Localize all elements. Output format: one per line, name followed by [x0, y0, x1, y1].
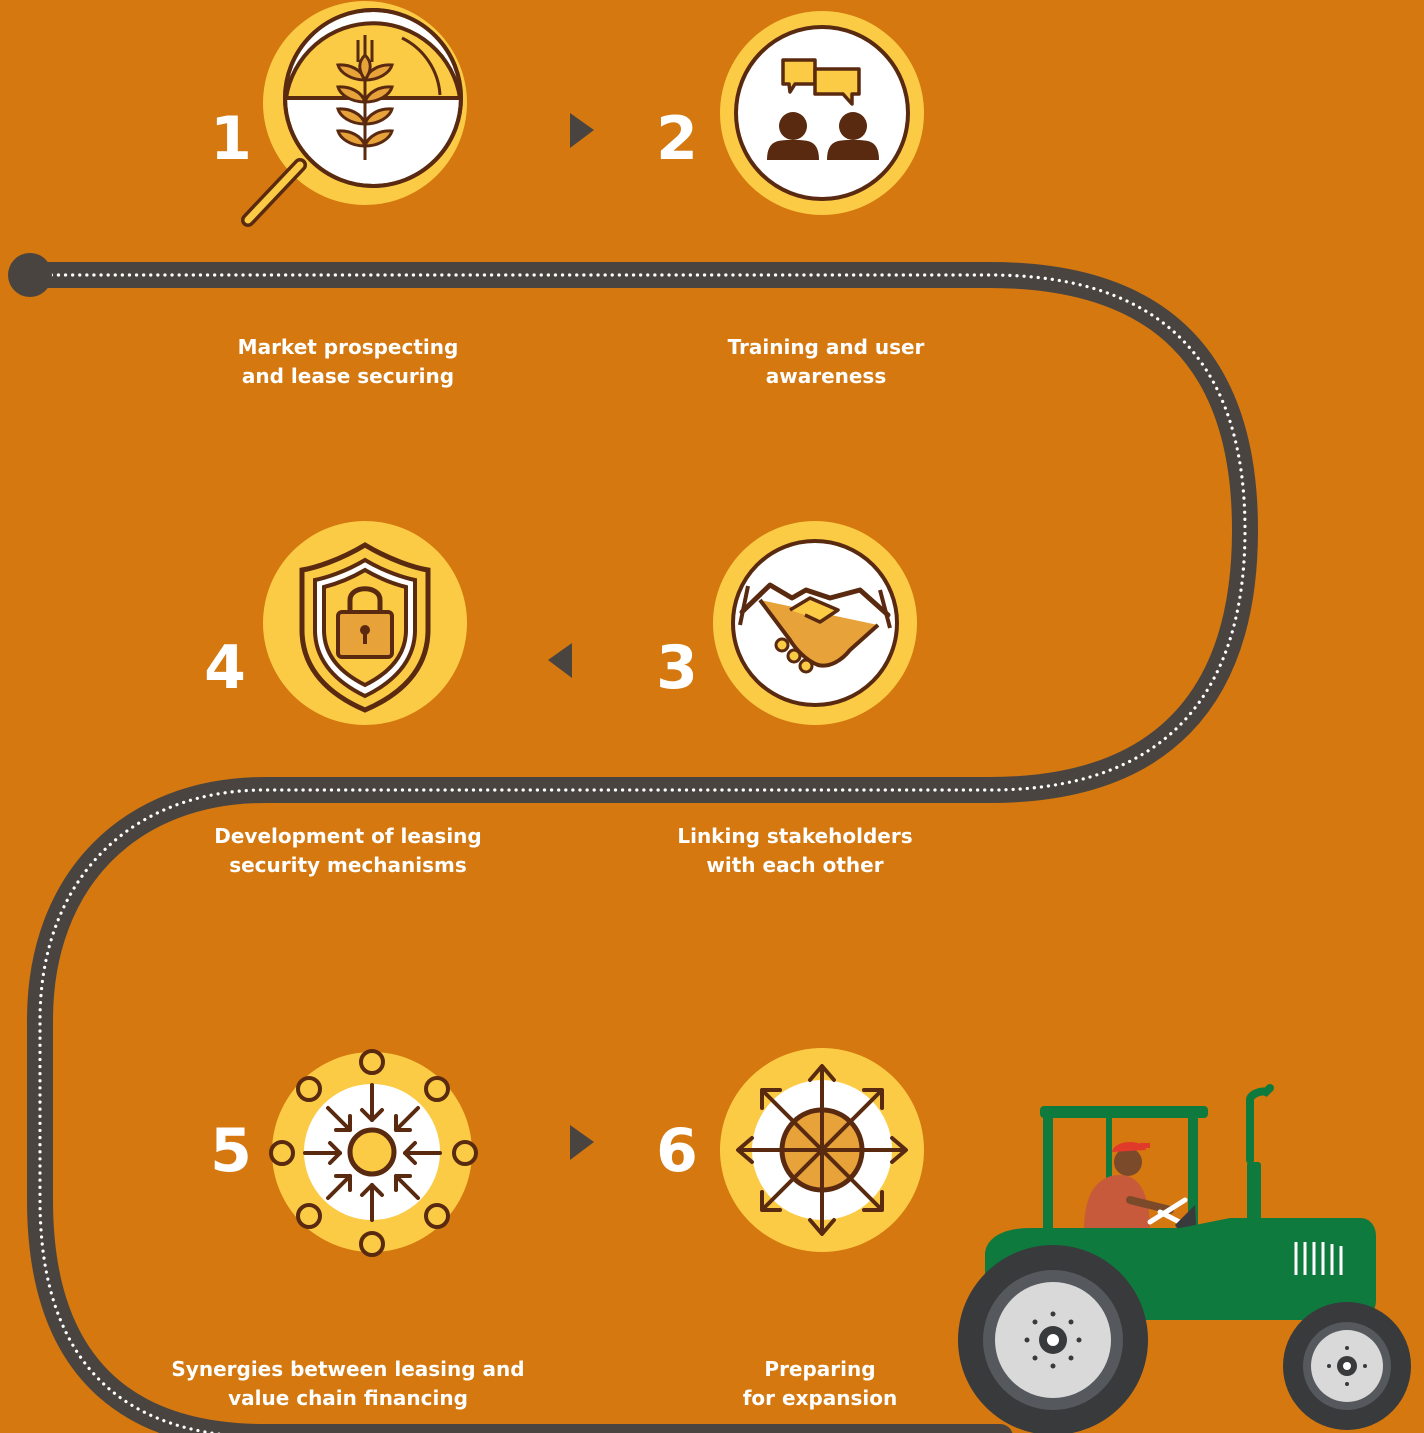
- wheat-magnifier-icon: [241, 1, 467, 227]
- step-6-label-line-2: for expansion: [742, 1386, 898, 1410]
- step-4-label-line-2: security mechanisms: [229, 853, 467, 877]
- step-4-number: 4: [204, 633, 246, 703]
- step-6-label-line-1: Preparing: [764, 1357, 876, 1381]
- step-5-label-line-1: Synergies between leasing and: [171, 1357, 525, 1381]
- step-2-label-line-1: Training and user: [727, 335, 925, 359]
- step-3-label-line-2: with each other: [706, 853, 884, 877]
- step-4-label: Development of leasing security mechanis…: [168, 822, 528, 880]
- step-2-label: Training and user awareness: [646, 333, 1006, 391]
- step-6-label: Preparing for expansion: [640, 1355, 1000, 1413]
- converging-arrows-icon: [269, 1049, 478, 1257]
- step-6-number: 6: [656, 1116, 698, 1186]
- step-2-number: 2: [656, 104, 698, 174]
- flow-arrow-right-3: [570, 1125, 594, 1160]
- flow-arrow-left-2: [548, 643, 572, 678]
- step-5-label-line-2: value chain financing: [228, 1386, 468, 1410]
- handshake-icon: [713, 521, 917, 725]
- step-1-label-line-2: and lease securing: [241, 364, 455, 388]
- people-chat-icon: [720, 11, 924, 215]
- step-5-label: Synergies between leasing and value chai…: [148, 1355, 548, 1413]
- step-5-number: 5: [210, 1116, 252, 1186]
- expanding-arrows-icon: [720, 1048, 924, 1252]
- step-3-label-line-1: Linking stakeholders: [677, 824, 913, 848]
- step-1-label-line-1: Market prospecting: [237, 335, 459, 359]
- step-2-label-line-2: awareness: [765, 364, 887, 388]
- flow-arrow-right-1: [570, 113, 594, 148]
- step-3-label: Linking stakeholders with each other: [615, 822, 975, 880]
- step-1-number: 1: [210, 104, 252, 174]
- step-3-number: 3: [656, 633, 698, 703]
- step-1-label: Market prospecting and lease securing: [168, 333, 528, 391]
- shield-lock-icon: [263, 521, 467, 725]
- road-start-dot: [8, 253, 52, 297]
- tractor-illustration: [958, 1084, 1411, 1433]
- road-dashes: [28, 273, 1247, 1433]
- step-4-label-line-1: Development of leasing: [214, 824, 482, 848]
